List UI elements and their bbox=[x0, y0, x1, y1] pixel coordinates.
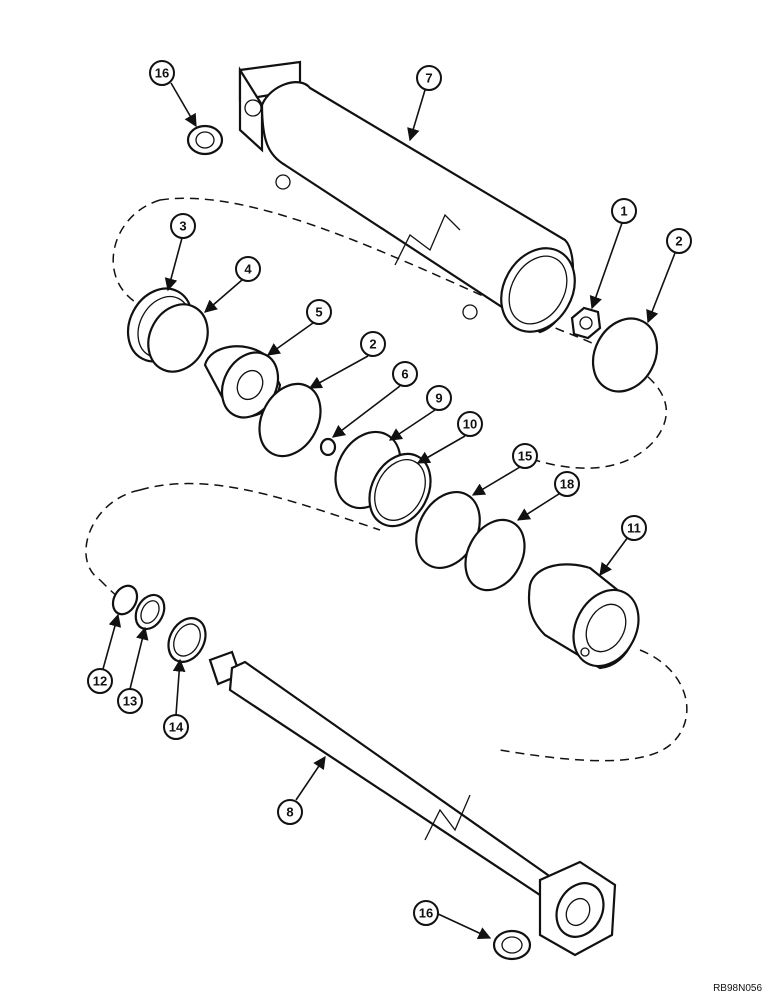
svg-text:2: 2 bbox=[675, 234, 682, 249]
callout-11: 11 bbox=[621, 515, 647, 541]
svg-text:15: 15 bbox=[518, 449, 532, 464]
part-4-o-ring bbox=[147, 303, 209, 373]
svg-text:18: 18 bbox=[560, 477, 574, 492]
svg-text:14: 14 bbox=[169, 720, 184, 735]
svg-text:8: 8 bbox=[286, 805, 293, 820]
svg-text:3: 3 bbox=[179, 219, 186, 234]
callout-9: 9 bbox=[426, 385, 452, 411]
callout-14: 14 bbox=[163, 714, 189, 740]
callout-12: 12 bbox=[87, 668, 113, 694]
callout-3: 3 bbox=[170, 213, 196, 239]
part-14-bearing bbox=[167, 617, 207, 663]
svg-text:4: 4 bbox=[244, 262, 252, 277]
callout-2-right: 2 bbox=[666, 228, 692, 254]
part-2-ring-right bbox=[591, 317, 659, 393]
part-16-bushing-bottom bbox=[492, 929, 532, 961]
part-16-bushing-top bbox=[186, 124, 224, 156]
part-11-gland bbox=[527, 563, 640, 670]
part-18-o-ring bbox=[464, 518, 526, 592]
svg-text:11: 11 bbox=[627, 521, 641, 536]
callout-16-top: 16 bbox=[149, 60, 175, 86]
callout-10: 10 bbox=[457, 411, 483, 437]
svg-text:5: 5 bbox=[315, 305, 322, 320]
callout-5: 5 bbox=[306, 299, 332, 325]
callout-16-bottom: 16 bbox=[413, 900, 439, 926]
callout-4: 4 bbox=[235, 256, 261, 282]
reference-code: RB98N056 bbox=[713, 983, 762, 994]
part-12-wiper bbox=[111, 584, 139, 616]
part-8-piston-rod bbox=[208, 650, 617, 957]
svg-text:16: 16 bbox=[419, 906, 433, 921]
svg-text:12: 12 bbox=[93, 674, 107, 689]
callout-6: 6 bbox=[392, 361, 418, 387]
callout-1: 1 bbox=[611, 198, 637, 224]
callout-15: 15 bbox=[512, 443, 538, 469]
lower-dashed-group-outline bbox=[85, 482, 688, 762]
part-2-ring-center bbox=[258, 382, 322, 458]
svg-text:13: 13 bbox=[123, 694, 137, 709]
svg-text:2: 2 bbox=[369, 337, 376, 352]
callout-13: 13 bbox=[117, 688, 143, 714]
svg-text:1: 1 bbox=[620, 204, 627, 219]
part-7-barrel bbox=[238, 60, 576, 334]
svg-text:7: 7 bbox=[425, 71, 432, 86]
callout-2-center: 2 bbox=[360, 331, 386, 357]
callout-18: 18 bbox=[554, 471, 580, 497]
svg-text:16: 16 bbox=[155, 66, 169, 81]
part-6-small-o-ring bbox=[319, 437, 337, 457]
callout-8: 8 bbox=[277, 799, 303, 825]
svg-text:6: 6 bbox=[401, 367, 408, 382]
part-1-nut bbox=[570, 306, 602, 340]
svg-text:10: 10 bbox=[463, 417, 477, 432]
callout-7: 7 bbox=[416, 65, 442, 91]
svg-text:9: 9 bbox=[435, 391, 442, 406]
